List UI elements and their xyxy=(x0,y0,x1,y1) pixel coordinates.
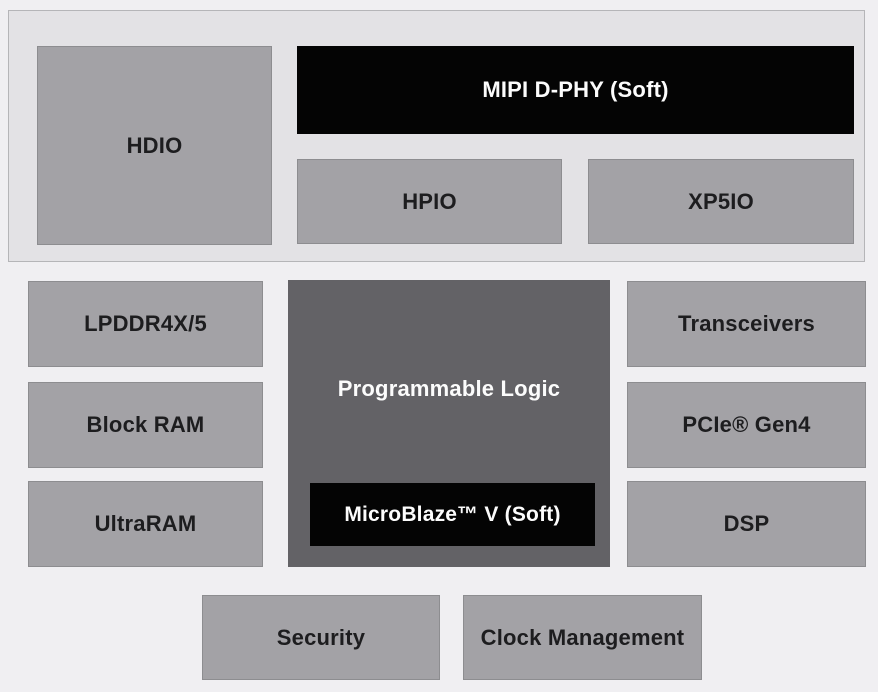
block-lpddr4x5: LPDDR4X/5 xyxy=(28,281,263,367)
io-bank-container: HDIO MIPI D-PHY (Soft) HPIO XP5IO xyxy=(8,10,865,262)
block-mipi-dphy: MIPI D-PHY (Soft) xyxy=(297,46,854,134)
block-clock-management: Clock Management xyxy=(463,595,702,680)
block-hpio-label: HPIO xyxy=(402,188,457,214)
block-xp5io-label: XP5IO xyxy=(688,188,754,214)
block-pcie-gen4: PCIe® Gen4 xyxy=(627,382,866,468)
block-ultraram-label: UltraRAM xyxy=(94,511,197,536)
block-lpddr4x5-label: LPDDR4X/5 xyxy=(84,311,207,336)
block-hdio-label: HDIO xyxy=(126,132,183,158)
block-pcie-gen4-label: PCIe® Gen4 xyxy=(682,412,811,437)
block-microblaze-v: MicroBlaze™ V (Soft) xyxy=(310,483,595,546)
block-hdio: HDIO xyxy=(37,46,272,245)
block-dsp-label: DSP xyxy=(723,511,770,536)
block-transceivers-label: Transceivers xyxy=(678,311,815,336)
block-clock-management-label: Clock Management xyxy=(480,624,685,650)
block-xp5io: XP5IO xyxy=(588,159,854,244)
block-microblaze-v-label: MicroBlaze™ V (Soft) xyxy=(344,502,561,526)
block-block-ram-label: Block RAM xyxy=(86,412,205,437)
block-programmable-logic: Programmable Logic MicroBlaze™ V (Soft) xyxy=(288,280,610,567)
block-programmable-logic-label: Programmable Logic xyxy=(337,376,561,401)
block-block-ram: Block RAM xyxy=(28,382,263,468)
block-security-label: Security xyxy=(276,624,366,650)
block-transceivers: Transceivers xyxy=(627,281,866,367)
block-mipi-dphy-label: MIPI D-PHY (Soft) xyxy=(482,77,669,102)
block-hpio: HPIO xyxy=(297,159,562,244)
block-ultraram: UltraRAM xyxy=(28,481,263,567)
block-dsp: DSP xyxy=(627,481,866,567)
block-security: Security xyxy=(202,595,440,680)
